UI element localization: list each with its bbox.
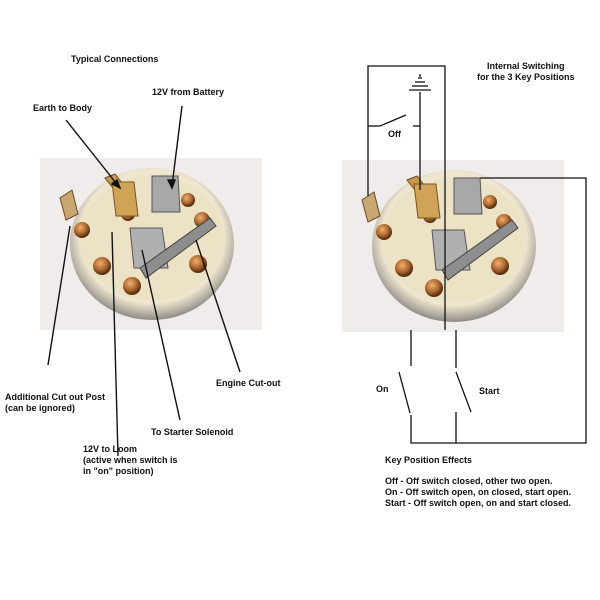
start-switch-label: Start [479, 386, 500, 396]
earth-arrowhead [110, 178, 122, 190]
off-switch-blade [379, 114, 407, 127]
cutout-post-line [47, 225, 71, 366]
loom-label-1: 12V to Loom [83, 444, 138, 454]
battery-callout-line [171, 105, 183, 187]
earth-callout-line [65, 119, 121, 189]
effect-on: On - Off switch open, on closed, start o… [385, 487, 572, 497]
loom-label-3: in "on" position) [83, 466, 154, 476]
battery-label: 12V from Battery [152, 87, 225, 97]
cutout-post-label-2: (can be ignored) [5, 403, 76, 413]
ground-symbol [409, 74, 431, 91]
ignition-switch-photo-left [39, 157, 263, 331]
internal-switching-schematic [367, 65, 587, 444]
starter-label: To Starter Solenoid [151, 427, 234, 437]
off-switch-label: Off [388, 129, 401, 139]
effects-heading: Key Position Effects [385, 455, 473, 465]
engine-cutout-line [195, 239, 241, 373]
cutout-post-label-1: Additional Cut out Post [5, 392, 105, 402]
right-panel-title-1: Internal Switching [487, 61, 565, 71]
effect-off: Off - Off switch closed, other two open. [385, 476, 553, 486]
ignition-switch-photo-right [341, 159, 565, 333]
battery-arrowhead [166, 179, 177, 190]
callout-lines [47, 105, 241, 457]
on-switch-label: On [376, 384, 389, 394]
loom-label-2: (active when switch is [83, 455, 178, 465]
right-panel-title-2: for the 3 Key Positions [477, 72, 575, 82]
on-switch-blade [398, 371, 411, 414]
start-switch-blade [455, 371, 472, 413]
loom-line [111, 231, 119, 457]
engine-cutout-label: Engine Cut-out [216, 378, 281, 388]
starter-line [141, 249, 181, 421]
effect-start: Start - Off switch open, on and start cl… [385, 498, 572, 508]
left-panel-title: Typical Connections [71, 54, 159, 64]
earth-label: Earth to Body [33, 103, 93, 113]
